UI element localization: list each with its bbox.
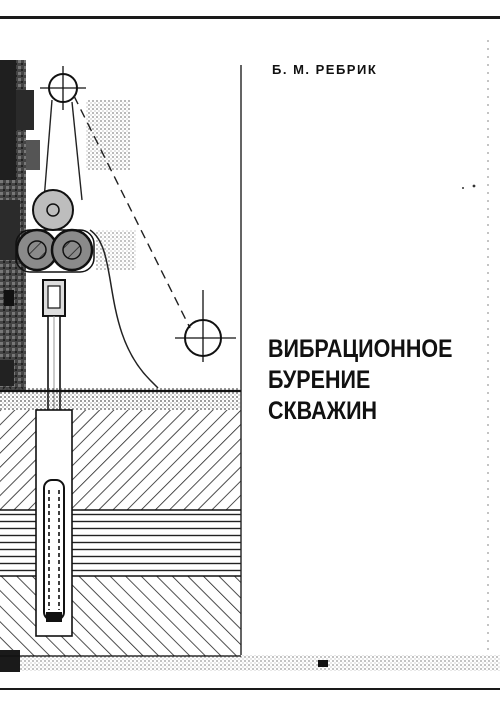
top-border-line	[0, 16, 500, 19]
title-line-3: СКВАЖИН	[268, 397, 378, 425]
halftone-band	[0, 60, 136, 390]
winch-pulley-icon	[175, 290, 236, 362]
title-line-1: ВИБРАЦИОННОЕ	[268, 335, 453, 363]
crown-pulley-icon	[40, 66, 86, 110]
bottom-border-line	[0, 688, 500, 690]
vibrator-rollers-icon	[15, 189, 95, 273]
title-line-2: БУРЕНИЕ	[268, 366, 371, 394]
core-barrel-icon	[43, 479, 65, 622]
author-name: Б. М. РЕБРИК	[272, 62, 378, 77]
book-title: ВИБРАЦИОННОЕ БУРЕНИЕ СКВАЖИН	[268, 334, 464, 427]
